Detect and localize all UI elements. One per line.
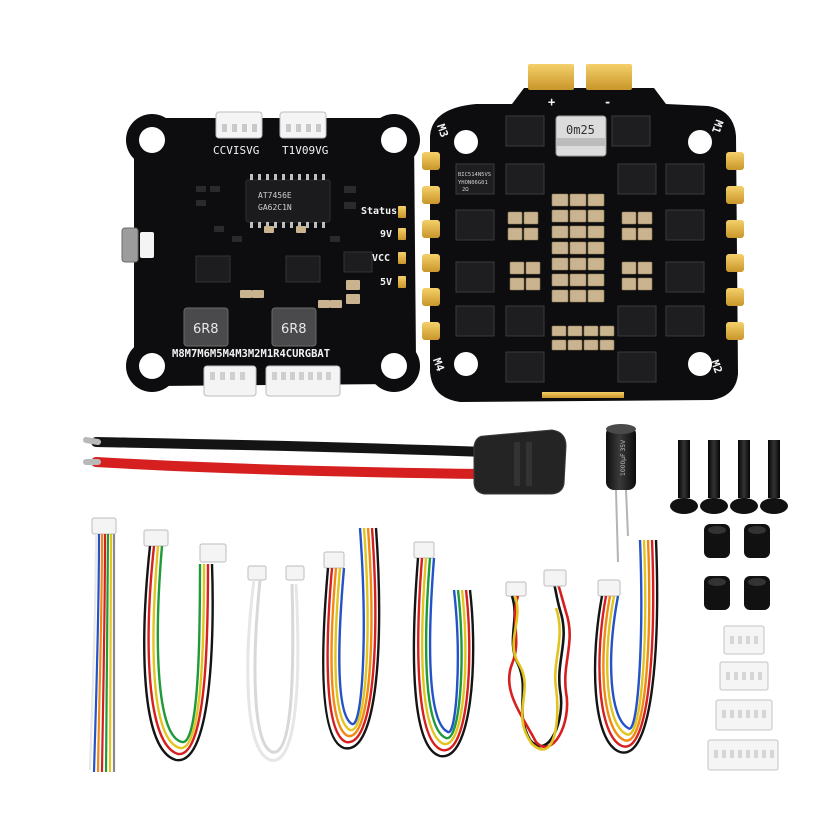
esc-mount-hole xyxy=(688,352,712,376)
rubber-grommets xyxy=(704,524,770,610)
fc-label-vcc: VCC xyxy=(372,253,390,264)
flight-controller-board: CCVISVG T1V09VG AT7456E GA62C1N 6R8 6R8 xyxy=(121,111,420,397)
fc-connector-bottom-left xyxy=(203,365,257,397)
grommet xyxy=(744,524,770,558)
wire-red xyxy=(91,457,491,479)
mosfet-array xyxy=(455,115,705,383)
esc-mount-hole xyxy=(688,130,712,154)
fc-inductor-text-2: 6R8 xyxy=(281,322,307,337)
mosfet-text-1: BIC514N5VS xyxy=(458,172,491,178)
fc-label-5v: 5V xyxy=(380,277,392,288)
esc-capacitor-bank xyxy=(507,193,653,351)
esc-mount-hole xyxy=(454,130,478,154)
fc-chip-text-1: AT7456E xyxy=(258,191,292,200)
fc-regulator xyxy=(285,255,321,283)
polarity-plus: + xyxy=(548,95,555,109)
fc-inductor-1 xyxy=(183,307,229,347)
fc-mount-hole xyxy=(139,127,165,153)
screw xyxy=(730,440,758,514)
mosfet-text-2: YHON06G01 xyxy=(458,180,488,186)
battery-pad-negative xyxy=(586,64,632,90)
capacitor-text: 1000μF 35V xyxy=(620,439,627,476)
fc-smd-parts xyxy=(196,186,356,242)
usb-port xyxy=(121,227,139,263)
fc-label-9v: 9V xyxy=(380,229,392,240)
fc-chip-text-2: GA62C1N xyxy=(258,203,292,212)
screw xyxy=(760,440,788,514)
cable-harness-7 xyxy=(593,539,659,754)
connector-housing xyxy=(723,625,765,655)
wire-tip-black xyxy=(83,437,101,445)
fc-label-status: Status xyxy=(361,206,397,217)
grommet xyxy=(744,576,770,610)
fc-label-bottom: M8M7M6M5M4M3M2M1R4CURGBAT xyxy=(172,348,330,360)
esc-mount-hole xyxy=(454,352,478,376)
cable-harness-3 xyxy=(246,565,305,762)
connector-housing xyxy=(715,699,773,731)
fc-mount-hole xyxy=(139,353,165,379)
electrolytic-capacitor: 1000μF 35V xyxy=(606,424,636,563)
connector-housings xyxy=(707,625,779,771)
shunt-text: 0m25 xyxy=(566,123,595,137)
fc-mount-hole xyxy=(381,353,407,379)
esc-bottom-pads xyxy=(542,392,624,398)
motor-pads-right xyxy=(726,152,744,340)
grommet xyxy=(704,576,730,610)
mounting-screws xyxy=(670,440,788,514)
cable-harness-2 xyxy=(143,529,227,762)
grommet xyxy=(704,524,730,558)
fc-regulator xyxy=(343,251,373,273)
fc-osd-chip xyxy=(245,179,331,223)
fc-inductor-text-1: 6R8 xyxy=(193,322,219,337)
esc-board: + - 0m25 M3 M1 M4 M2 BIC514N5VS YHON xyxy=(422,64,744,402)
cable-harness-1 xyxy=(88,517,117,773)
fc-label-top-right: T1V09VG xyxy=(282,144,328,157)
cable-harness-4 xyxy=(322,527,381,750)
battery-lead-with-xt60 xyxy=(83,429,567,495)
connector-housing xyxy=(707,739,779,771)
motor-label-m3: M3 xyxy=(434,122,451,139)
fc-connector-bottom-right xyxy=(265,365,341,397)
motor-label-m4: M4 xyxy=(430,356,447,373)
cable-harness-6 xyxy=(505,569,571,751)
fc-regulator xyxy=(195,255,231,283)
screw xyxy=(670,440,698,514)
wire-black xyxy=(91,437,491,457)
battery-pad-positive xyxy=(528,64,574,90)
screw xyxy=(700,440,728,514)
fc-label-top-left: CCVISVG xyxy=(213,144,259,157)
cable-harness-5 xyxy=(412,541,475,758)
fc-connector-top-right xyxy=(279,111,327,139)
polarity-minus: - xyxy=(604,95,611,109)
fc-inductor-2 xyxy=(271,307,317,347)
motor-pads-left xyxy=(422,152,440,340)
motor-label-m2: M2 xyxy=(708,358,725,375)
fc-mount-hole xyxy=(381,127,407,153)
fc-side-connector xyxy=(140,232,154,258)
mosfet-small-text: 2Ω xyxy=(462,187,469,193)
motor-label-m1: M1 xyxy=(709,118,726,135)
capacitor-body xyxy=(606,426,636,490)
fc-connector-top-left xyxy=(215,111,263,139)
